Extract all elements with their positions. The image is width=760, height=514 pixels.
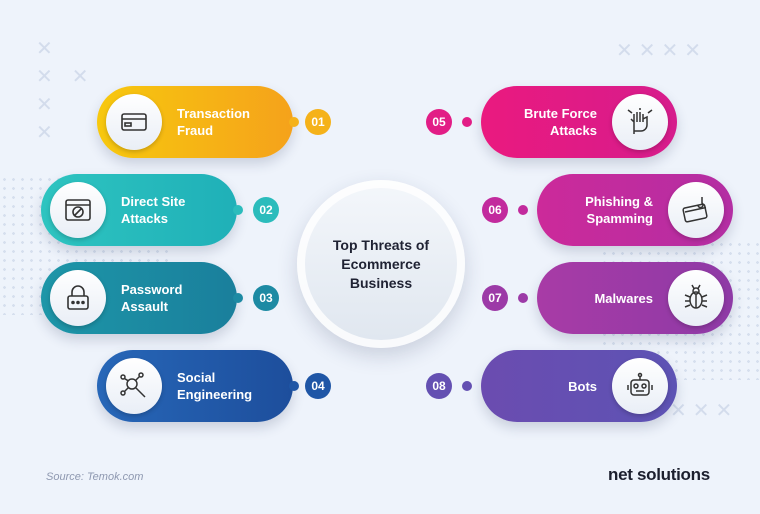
connector-dot xyxy=(462,117,472,127)
icon-disc xyxy=(50,182,106,238)
x-pattern-decoration: ✕✕ ✕✕✕ xyxy=(36,36,95,144)
threat-number-badge: 08 xyxy=(426,373,452,399)
icon-disc xyxy=(50,270,106,326)
threat-pill-brute-force-attacks: Brute Force Attacks xyxy=(481,86,677,158)
padlock-icon xyxy=(67,285,89,310)
threat-pill-malwares: Malwares xyxy=(537,262,733,334)
threat-label: Phishing & Spamming xyxy=(585,194,653,226)
card-hook-icon xyxy=(682,197,708,223)
robot-icon xyxy=(627,372,653,396)
icon-disc xyxy=(668,182,724,238)
blocked-site-icon xyxy=(65,199,91,221)
connector-dot xyxy=(518,293,528,303)
threat-number-badge: 02 xyxy=(253,197,279,223)
icon-disc xyxy=(612,94,668,150)
threat-pill-direct-site-attacks: Direct Site Attacks xyxy=(41,174,237,246)
threat-number-badge: 03 xyxy=(253,285,279,311)
x-pattern-decoration: ✕✕✕✕ xyxy=(616,38,708,62)
connector-dot xyxy=(233,205,243,215)
connector-dot xyxy=(518,205,528,215)
icon-disc xyxy=(106,94,162,150)
threat-pill-social-engineering: Social Engineering xyxy=(97,350,293,422)
threat-pill-phishing-spamming: Phishing & Spamming xyxy=(537,174,733,246)
threat-pill-password-assault: Password Assault xyxy=(41,262,237,334)
threat-label: Brute Force Attacks xyxy=(524,106,597,138)
connector-dot xyxy=(462,381,472,391)
threat-label: Social Engineering xyxy=(177,370,253,402)
source-credit: Source: Temok.com xyxy=(46,471,144,483)
icon-disc xyxy=(106,358,162,414)
connector-dot xyxy=(233,293,243,303)
threat-number-badge: 04 xyxy=(305,373,331,399)
threat-label: Bots xyxy=(568,378,597,394)
threat-number-badge: 06 xyxy=(482,197,508,223)
cracked-hand-icon xyxy=(627,108,653,134)
brand-logo: net solutions xyxy=(608,465,710,484)
credit-card-icon xyxy=(121,113,147,131)
threat-pill-transaction-fraud: Transaction Fraud xyxy=(97,86,293,158)
icon-disc xyxy=(612,358,668,414)
threat-label: Password Assault xyxy=(121,282,183,314)
threat-number-badge: 05 xyxy=(426,109,452,135)
connector-dot xyxy=(289,381,299,391)
threat-label: Direct Site Attacks xyxy=(121,194,186,226)
center-title: Top Threats of Ecommerce Business xyxy=(332,236,430,291)
threat-label: Transaction Fraud xyxy=(177,106,250,138)
threat-pill-bots: Bots xyxy=(481,350,677,422)
threat-label: Malwares xyxy=(594,290,653,306)
threat-number-badge: 01 xyxy=(305,109,331,135)
threat-number-badge: 07 xyxy=(482,285,508,311)
bug-icon xyxy=(684,284,708,309)
connector-dot xyxy=(289,117,299,127)
network-search-icon xyxy=(120,372,146,398)
icon-disc xyxy=(668,270,724,326)
x-pattern-decoration: ✕✕✕ xyxy=(670,398,739,422)
center-circle: Top Threats of Ecommerce Business xyxy=(297,180,465,348)
